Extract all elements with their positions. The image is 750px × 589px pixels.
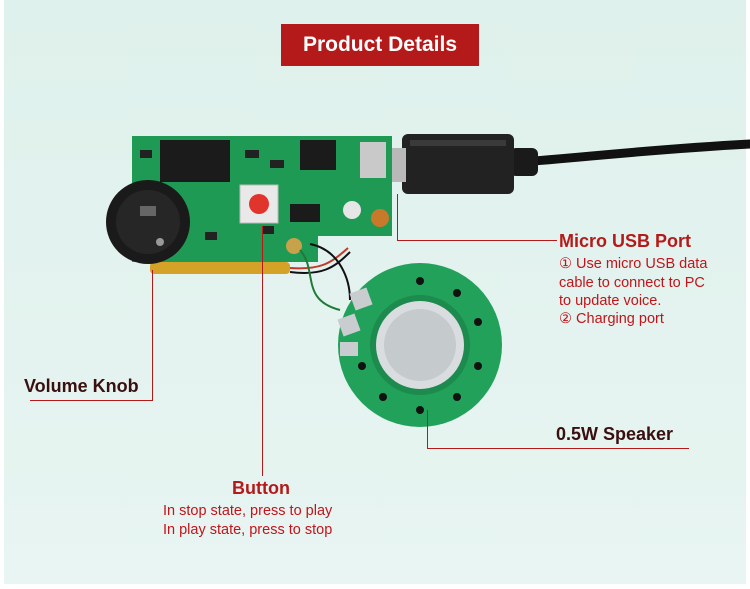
button-desc-2: In play state, press to stop: [163, 522, 333, 538]
button-desc-1: In stop state, press to play: [163, 503, 333, 519]
usb-port-desc-2: cable to connect to PC: [559, 275, 705, 291]
button-label: Button: [232, 478, 290, 498]
page-title: Product Details: [281, 24, 479, 66]
usb-leader-line: [397, 240, 557, 241]
speaker-label: 0.5W Speaker: [556, 424, 674, 444]
speaker-leader-line: [427, 448, 689, 449]
volume-knob-label: Volume Knob: [24, 376, 139, 396]
usb-port-desc-4: ② Charging port: [559, 311, 664, 327]
button-leader-line: [262, 226, 263, 476]
usb-leader-line: [397, 194, 398, 240]
volume-leader-line: [152, 270, 153, 400]
battery: [150, 262, 290, 274]
volume-leader-line: [30, 400, 153, 401]
usb-plug-body: [402, 134, 514, 194]
usb-port-label: Micro USB Port: [559, 231, 692, 251]
usb-port-desc-3: to update voice.: [559, 293, 662, 309]
speaker-leader-line: [427, 410, 428, 448]
chip-icon: [160, 140, 230, 182]
usb-port-desc-1: ① Use micro USB data: [559, 256, 708, 272]
